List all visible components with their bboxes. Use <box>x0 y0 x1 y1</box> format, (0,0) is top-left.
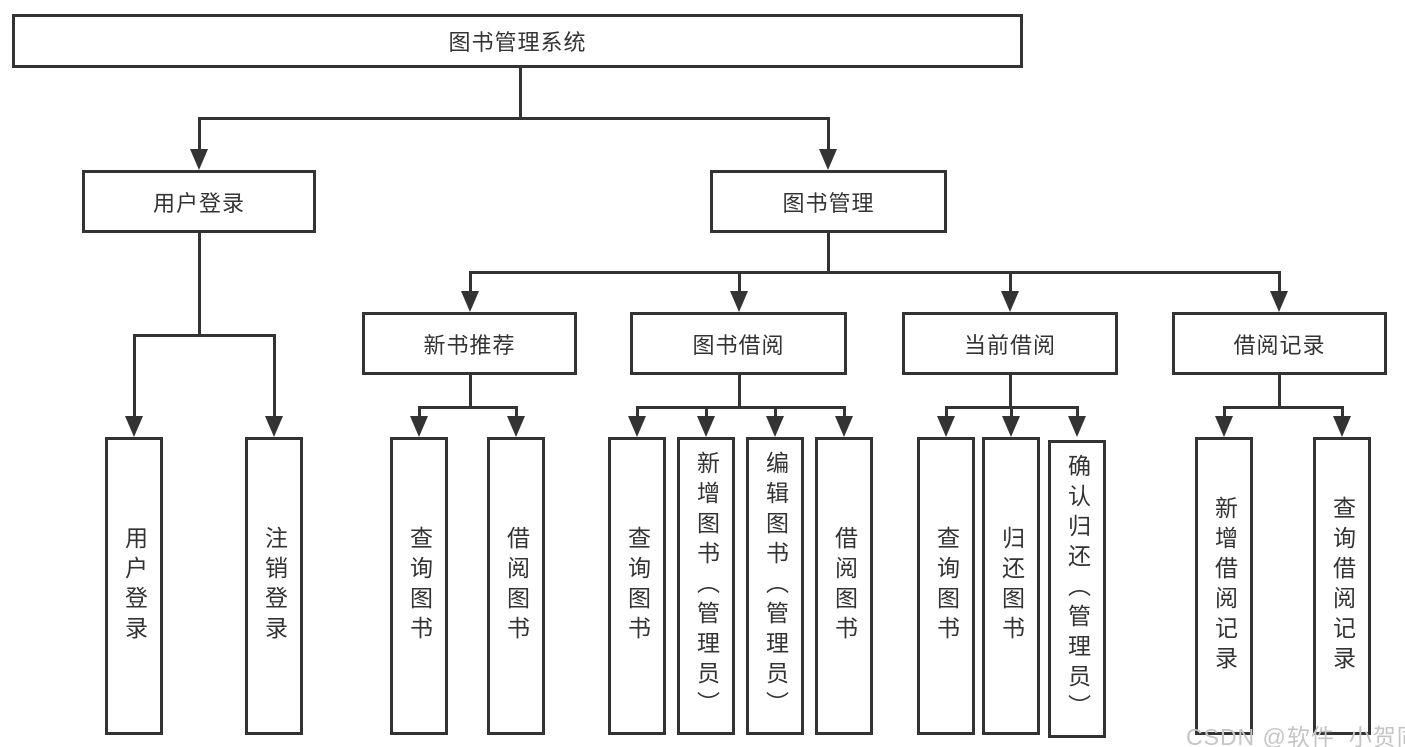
node-label: 用户登录 <box>121 526 148 646</box>
arrowhead-icon <box>730 291 748 312</box>
arrowhead-icon <box>1002 416 1020 437</box>
connector-line <box>944 407 948 421</box>
node-label: 图书借阅 <box>692 332 785 358</box>
connector-line <box>773 407 777 421</box>
arrowhead-icon <box>1001 291 1019 312</box>
leaf-add-book-admin: 新增图书（管理员） <box>677 437 735 735</box>
node-label: 归还图书 <box>998 526 1025 646</box>
connector-line <box>635 405 846 409</box>
connector-line <box>197 116 830 120</box>
node-label: 查询图书 <box>933 526 960 646</box>
node-label: 用户登录 <box>152 190 245 216</box>
connector-line <box>518 68 522 118</box>
leaf-user-login: 用户登录 <box>105 437 163 735</box>
node-new-book-recommend: 新书推荐 <box>362 312 577 375</box>
connector-line <box>1008 375 1012 407</box>
node-book-management: 图书管理 <box>710 170 947 233</box>
connector-line <box>132 333 276 337</box>
arrowhead-icon <box>937 416 955 437</box>
node-label: 查询图书 <box>406 526 433 646</box>
connector-line <box>197 118 201 154</box>
leaf-edit-book-admin: 编辑图书（管理员） <box>746 437 804 735</box>
connector-line <box>417 407 421 421</box>
node-label: 当前借阅 <box>963 332 1056 358</box>
node-label: 借阅记录 <box>1233 332 1326 358</box>
arrowhead-icon <box>1068 416 1086 437</box>
arrowhead-icon <box>1333 416 1351 437</box>
arrowhead-icon <box>628 416 646 437</box>
leaf-borrow-books-borrowing: 借阅图书 <box>815 437 873 735</box>
connector-line <box>1008 272 1012 296</box>
leaf-borrow-books-recommend: 借阅图书 <box>487 437 545 735</box>
connector-line <box>704 407 708 421</box>
node-label: 借阅图书 <box>503 526 530 646</box>
arrowhead-icon <box>835 416 853 437</box>
connector-line <box>826 233 830 272</box>
connector-line <box>1277 375 1281 407</box>
connector-line <box>1075 407 1079 421</box>
arrowhead-icon <box>697 416 715 437</box>
arrowhead-icon <box>819 149 837 170</box>
node-book-borrowing: 图书借阅 <box>630 312 847 375</box>
node-label: 新增借阅记录 <box>1211 496 1238 676</box>
leaf-query-books-recommend: 查询图书 <box>390 437 448 735</box>
node-label: 图书管理 <box>782 190 875 216</box>
arrowhead-icon <box>265 416 283 437</box>
node-label: 查询图书 <box>624 526 651 646</box>
node-label: 查询借阅记录 <box>1329 496 1356 676</box>
arrowhead-icon <box>190 149 208 170</box>
connector-line <box>1009 407 1013 421</box>
node-label: 借阅图书 <box>831 526 858 646</box>
leaf-query-books-current: 查询图书 <box>917 437 975 735</box>
connector-line <box>417 405 518 409</box>
connector-line <box>468 272 472 296</box>
connector-line <box>514 407 518 421</box>
leaf-add-borrow-record: 新增借阅记录 <box>1195 437 1253 735</box>
arrowhead-icon <box>125 416 143 437</box>
arrowhead-icon <box>1270 291 1288 312</box>
connector-line <box>737 375 741 407</box>
arrowhead-icon <box>1215 416 1233 437</box>
node-borrowing-records: 借阅记录 <box>1172 312 1387 375</box>
leaf-return-books: 归还图书 <box>982 437 1040 735</box>
leaf-query-books-borrowing: 查询图书 <box>608 437 666 735</box>
connector-line <box>1222 405 1344 409</box>
arrowhead-icon <box>410 416 428 437</box>
leaf-confirm-return-admin: 确认归还（管理员） <box>1048 440 1106 738</box>
node-label: 新书推荐 <box>423 332 516 358</box>
connector-line <box>272 335 276 421</box>
node-label: 注销登录 <box>261 526 288 646</box>
node-label: 确认归还（管理员） <box>1064 454 1091 724</box>
watermark: CSDN @软件_小贺同学 <box>1186 724 1405 747</box>
leaf-logout: 注销登录 <box>245 437 303 735</box>
node-user-login: 用户登录 <box>82 170 316 233</box>
connector-line <box>1222 407 1226 421</box>
arrowhead-icon <box>766 416 784 437</box>
connector-line <box>635 407 639 421</box>
arrowhead-icon <box>461 291 479 312</box>
node-label: 新增图书（管理员） <box>693 451 720 721</box>
connector-line <box>1277 272 1281 296</box>
node-label: 图书管理系统 <box>448 30 587 55</box>
node-root: 图书管理系统 <box>12 14 1023 68</box>
connector-line <box>1340 407 1344 421</box>
arrowhead-icon <box>507 416 525 437</box>
connector-line <box>826 118 830 154</box>
connector-line <box>197 233 201 335</box>
connector-line <box>842 407 846 421</box>
connector-line <box>468 270 1281 274</box>
connector-line <box>132 335 136 421</box>
node-current-borrowing: 当前借阅 <box>902 312 1118 375</box>
connector-line <box>737 272 741 296</box>
leaf-query-borrow-record: 查询借阅记录 <box>1313 437 1371 735</box>
node-label: 编辑图书（管理员） <box>762 451 789 721</box>
connector-line <box>468 375 472 407</box>
